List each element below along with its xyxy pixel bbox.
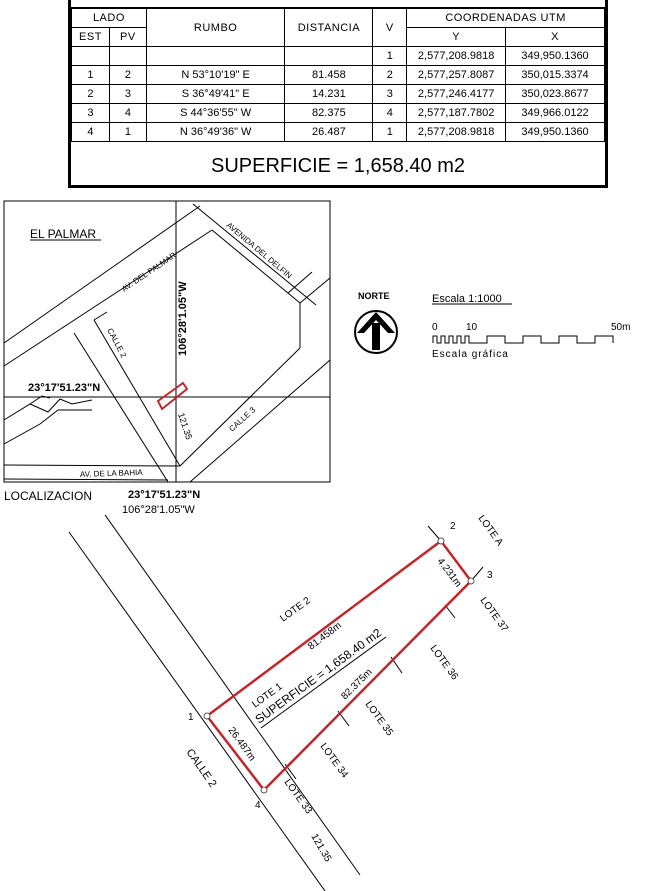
vertex-3-label: 3 [487,570,493,581]
header-lado: LADO [71,8,147,28]
svg-text:AV. DE LA BAHIA: AV. DE LA BAHIA [80,468,144,479]
superficie-total: SUPERFICIE = 1,658.40 m2 [210,155,465,177]
vertex-4-marker [260,786,268,794]
lot-plan: 1 2 3 4 81.458m 4.231m 82.375m 26.487m L… [68,515,511,891]
graphic-scale-bar [432,335,614,344]
vertex-1-marker [203,712,211,720]
header-est: EST [71,27,110,47]
lote-34-label: LOTE 34 [318,741,351,780]
location-map: EL PALMAR AV. DEL PALMAR AVENIDA DEL DEL… [3,200,331,483]
localizacion-latitude: 23°17'51.23"N [128,489,201,501]
localizacion-label: LOCALIZACION [4,489,93,503]
coordinates-table: LADO RUMBO DISTANCIA V COORDENADAS UTM E… [71,8,605,142]
header-v: V [372,8,408,47]
vertex-2-marker [437,537,445,545]
header-coordenadas: COORDENADAS UTM [406,8,605,28]
header-x: X [505,27,605,47]
header-pv: PV [108,27,147,47]
lote-35-label: LOTE 35 [363,699,396,738]
north-arrow-icon [354,310,398,354]
map-latitude: 23°17'51.23"N [28,382,100,394]
svg-text:AV. DEL PALMAR: AV. DEL PALMAR [120,251,178,294]
north-scale-block: NORTE Escala 1:1000 0 10 50m Escala gráf… [354,291,630,360]
header-rumbo: RUMBO [145,8,286,47]
lote-2-label: LOTE 2 [278,595,313,624]
vertex-1-label: 1 [188,712,194,723]
vertex-4-label: 4 [255,800,261,811]
map-longitude: 106°28'1.05"W [177,281,189,356]
lote-37-label: LOTE 37 [478,595,511,634]
svg-text:50m: 50m [611,322,630,333]
svg-text:0: 0 [432,322,438,333]
vertex-2-label: 2 [450,521,456,532]
svg-text:CALLE 3: CALLE 3 [227,405,257,433]
north-label: NORTE [358,291,390,301]
header-distancia: DISTANCIA [284,8,374,47]
svg-text:CALLE 2: CALLE 2 [105,327,128,360]
coordinates-table-frame: LADO RUMBO DISTANCIA V COORDENADAS UTM E… [68,0,608,188]
calle-2-label: CALLE 2 [184,747,219,790]
side-2-3-length: 4.231m [435,556,464,589]
scale-title: Escala 1:1000 [432,293,502,305]
lote-33-label: LOTE 33 [282,777,315,816]
svg-text:AVENIDA DEL DELFIN: AVENIDA DEL DELFIN [225,221,294,281]
lote-a-label: LOTE A [476,515,506,548]
map-distance: 121.35 [176,412,194,441]
header-y: Y [406,27,507,47]
vertex-3-marker [467,577,475,585]
area-label: EL PALMAR [30,227,96,241]
lote-36-label: LOTE 36 [428,643,461,682]
target-lot-marker [156,381,189,411]
calle-2-line-upper [104,515,361,876]
plan-distance: 121.35 [308,832,333,864]
scale-caption: Escala gráfica [432,349,509,360]
svg-text:10: 10 [466,322,478,333]
localizacion-longitude: 106°28'1.05"W [122,504,195,516]
table-row: 1 2,577,208.9818 349,950.1360 [71,46,605,66]
